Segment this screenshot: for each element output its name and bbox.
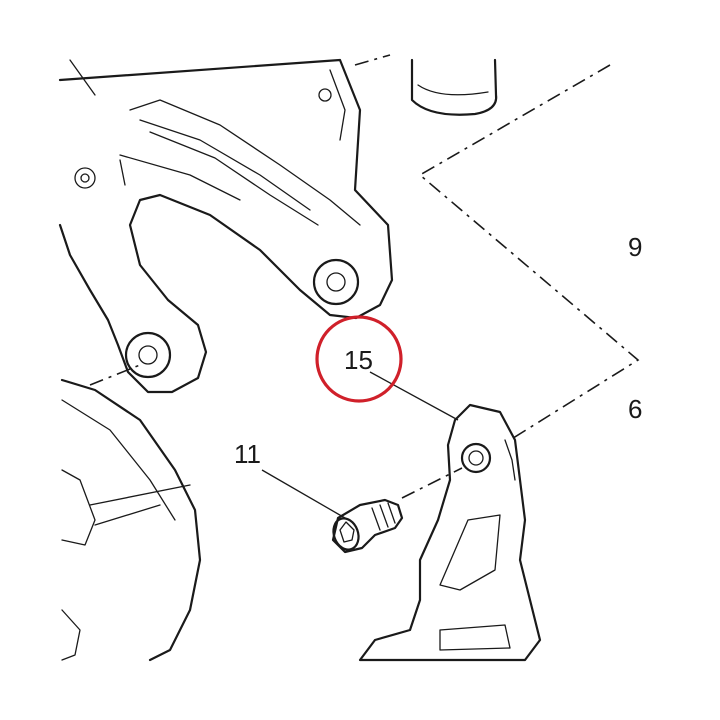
highlight-circle [315,315,403,403]
top-cylinder-part [410,58,498,116]
upper-bracket [58,58,394,394]
callout-15[interactable]: 15 [344,345,373,375]
leader-lines [261,371,459,519]
callout-11[interactable]: 11 [234,439,261,469]
right-plate-part [358,403,542,662]
lower-left-housing [60,378,202,662]
cap-screw-bolt [331,498,404,554]
callout-6[interactable]: 6 [628,394,642,424]
assembly-lines [89,54,640,499]
callout-9[interactable]: 9 [628,232,642,262]
